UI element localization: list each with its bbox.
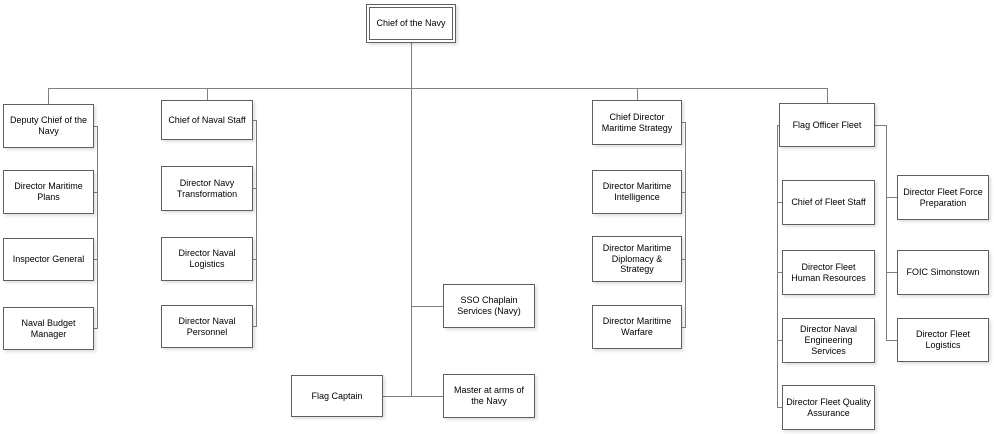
connector-line bbox=[777, 202, 783, 203]
connector-fleet-left-spine bbox=[777, 125, 778, 408]
org-node-label: Director Fleet Logistics bbox=[915, 329, 970, 350]
org-node-naval-budget-manager[interactable]: Naval Budget Manager bbox=[3, 307, 94, 350]
org-node-director-naval-logistics[interactable]: Director Naval Logistics bbox=[161, 237, 253, 281]
org-node-director-navy-transformation[interactable]: Director Navy Transformation bbox=[161, 166, 253, 211]
connector-line bbox=[253, 259, 257, 260]
org-node-label: Director Navy Transformation bbox=[176, 177, 238, 199]
connector-line bbox=[253, 188, 257, 189]
connector-line bbox=[682, 122, 686, 123]
connector-line bbox=[682, 327, 686, 328]
org-node-label: Director Maritime Diplomacy & Strategy bbox=[602, 242, 672, 275]
org-node-director-fleet-logistics[interactable]: Director Fleet Logistics bbox=[897, 318, 989, 362]
org-node-label: Chief of Fleet Staff bbox=[791, 197, 866, 208]
connector-line bbox=[886, 340, 897, 341]
org-node-label: Naval Budget Manager bbox=[21, 317, 76, 339]
connector-line bbox=[94, 328, 98, 329]
connector-line bbox=[253, 326, 257, 327]
connector-root-spine bbox=[411, 43, 412, 396]
org-node-director-maritime-diplomacy-strategy[interactable]: Director Maritime Diplomacy & Strategy bbox=[592, 236, 682, 282]
org-node-sso-chaplain-services-navy[interactable]: SSO Chaplain Services (Navy) bbox=[443, 284, 535, 328]
org-node-label: Director Fleet Force Preparation bbox=[903, 186, 983, 208]
connector-line bbox=[886, 272, 897, 273]
connector-line bbox=[777, 340, 783, 341]
org-node-label: Director Fleet Quality Assurance bbox=[786, 396, 871, 418]
org-node-label: Director Naval Personnel bbox=[178, 315, 236, 337]
connector-line bbox=[94, 192, 98, 193]
double-border-inner: Chief of the Navy bbox=[369, 7, 453, 40]
org-node-director-naval-personnel[interactable]: Director Naval Personnel bbox=[161, 305, 253, 348]
org-node-director-maritime-intelligence[interactable]: Director Maritime Intelligence bbox=[592, 170, 682, 214]
org-node-label: Master at arms of the Navy bbox=[453, 385, 525, 406]
connector-col4-spine bbox=[685, 122, 686, 328]
connector-sso-chaplain-tick bbox=[411, 306, 443, 307]
org-node-label: Director Maritime Warfare bbox=[602, 316, 672, 337]
connector-flag-captain-master-rail bbox=[383, 396, 443, 397]
org-node-label: Inspector General bbox=[12, 254, 85, 265]
org-node-flag-captain[interactable]: Flag Captain bbox=[291, 375, 383, 417]
connector-line bbox=[253, 120, 257, 121]
org-node-label: Director Maritime Plans bbox=[14, 181, 83, 202]
connector-line bbox=[777, 125, 780, 126]
connector-line bbox=[94, 126, 98, 127]
connector-drop-flag-officer bbox=[827, 88, 828, 103]
org-node-label: Deputy Chief of the Navy bbox=[9, 115, 88, 136]
org-node-foic-simonstown[interactable]: FOIC Simonstown bbox=[897, 250, 989, 295]
connector-col1-spine bbox=[97, 126, 98, 329]
connector-fleet-right-spine bbox=[886, 125, 887, 341]
connector-drop-maritime-strategy bbox=[637, 88, 638, 100]
org-node-deputy-chief-of-the-navy[interactable]: Deputy Chief of the Navy bbox=[3, 104, 94, 148]
org-node-director-fleet-quality-assurance[interactable]: Director Fleet Quality Assurance bbox=[782, 385, 875, 430]
connector-line bbox=[94, 259, 98, 260]
org-node-chief-of-naval-staff[interactable]: Chief of Naval Staff bbox=[161, 100, 253, 140]
org-node-director-fleet-human-resources[interactable]: Director Fleet Human Resources bbox=[782, 250, 875, 295]
connector-col2-spine bbox=[256, 120, 257, 327]
connector-top-rail bbox=[48, 88, 828, 89]
org-node-label: Flag Officer Fleet bbox=[792, 119, 862, 130]
org-node-director-naval-engineering-services[interactable]: Director Naval Engineering Services bbox=[782, 318, 875, 363]
connector-line bbox=[682, 192, 686, 193]
org-node-label: Director Naval Engineering Services bbox=[799, 324, 857, 356]
org-node-label: SSO Chaplain Services (Navy) bbox=[457, 295, 521, 316]
connector-line bbox=[875, 125, 887, 126]
org-node-label: Director Naval Logistics bbox=[178, 248, 236, 269]
connector-line bbox=[682, 259, 686, 260]
org-node-director-maritime-plans[interactable]: Director Maritime Plans bbox=[3, 170, 94, 214]
org-node-director-maritime-warfare[interactable]: Director Maritime Warfare bbox=[592, 305, 682, 349]
org-node-label: FOIC Simonstown bbox=[906, 267, 980, 278]
org-node-label: Director Fleet Human Resources bbox=[791, 261, 866, 283]
org-node-label: Chief of Naval Staff bbox=[168, 114, 246, 125]
connector-line bbox=[886, 197, 897, 198]
connector-drop-naval-staff bbox=[207, 88, 208, 100]
org-node-flag-officer-fleet[interactable]: Flag Officer Fleet bbox=[779, 103, 875, 147]
org-node-inspector-general[interactable]: Inspector General bbox=[3, 238, 94, 281]
org-node-chief-of-fleet-staff[interactable]: Chief of Fleet Staff bbox=[782, 180, 875, 225]
connector-line bbox=[777, 407, 783, 408]
org-node-label: Director Maritime Intelligence bbox=[602, 181, 672, 202]
org-node-label: Chief Director Maritime Strategy bbox=[601, 111, 673, 133]
org-node-chief-of-the-navy[interactable]: Chief of the Navy bbox=[366, 4, 456, 43]
org-node-master-at-arms-of-the-navy[interactable]: Master at arms of the Navy bbox=[443, 374, 535, 418]
org-node-chief-director-maritime-strategy[interactable]: Chief Director Maritime Strategy bbox=[592, 100, 682, 145]
connector-drop-deputy bbox=[48, 88, 49, 104]
org-node-director-fleet-force-preparation[interactable]: Director Fleet Force Preparation bbox=[897, 175, 989, 220]
org-node-label: Chief of the Navy bbox=[376, 18, 446, 29]
connector-line bbox=[777, 272, 783, 273]
org-node-label: Flag Captain bbox=[311, 390, 363, 401]
